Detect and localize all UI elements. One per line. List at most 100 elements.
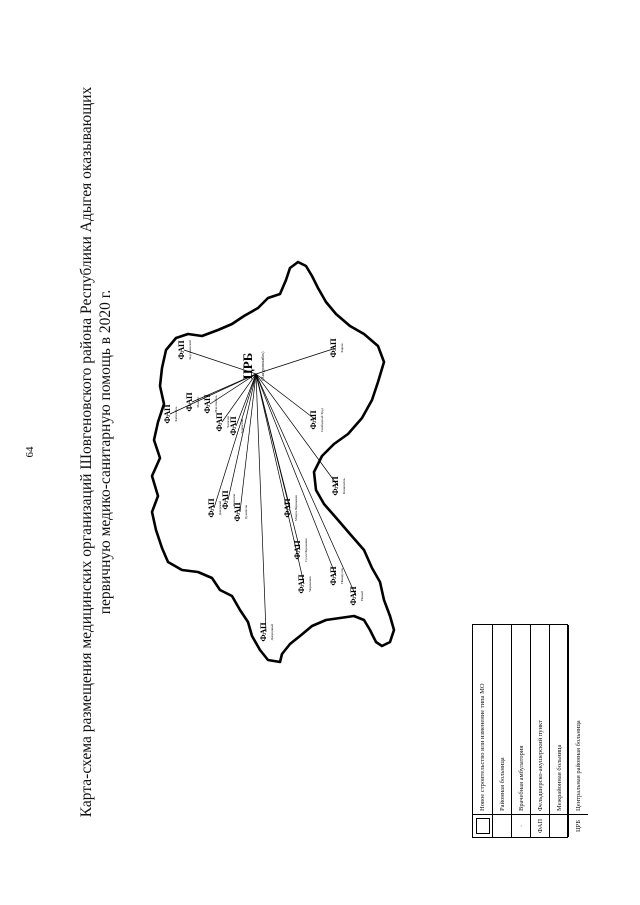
legend-text: Центральная районная больница <box>575 720 582 811</box>
connection-line <box>239 373 257 513</box>
legend-text: Новое строительство или изменение типа М… <box>479 683 486 811</box>
facility-label: ФАП <box>308 410 318 430</box>
legend-symbol <box>493 814 511 837</box>
facility-label: ФАП <box>228 416 238 436</box>
facility-label: ФАП <box>282 498 292 518</box>
connection-line <box>255 373 267 633</box>
facility-label: ФАП <box>162 404 172 424</box>
page-number: 64 <box>24 446 36 458</box>
connection-line <box>255 373 337 577</box>
facility-place: Свободный Труд <box>320 408 324 432</box>
hub-label: ЦРБ <box>240 353 255 380</box>
connection-line <box>169 373 257 415</box>
connection-line <box>227 373 257 501</box>
legend-table: Новое строительство или изменение типа М… <box>472 624 588 838</box>
facility-place: Новорусов <box>340 568 344 584</box>
hub-marker: ЦРБ (Хакуринохабль) <box>240 351 265 381</box>
legend-row: Районная больница <box>493 625 512 837</box>
connection-line <box>255 373 301 551</box>
legend-text: Районная больница <box>498 757 506 811</box>
facility-label: ФАП <box>176 340 186 360</box>
facility-place: Задунаевский <box>188 340 192 360</box>
connection-line <box>221 373 257 423</box>
facility-place: Киров <box>340 343 344 352</box>
legend-text: Врачебная амбулатория <box>517 745 525 811</box>
facility-label: ФАП <box>348 586 358 606</box>
legend-row: Новое строительство или изменение типа М… <box>473 625 493 837</box>
facility-place: Заревский <box>240 418 244 433</box>
legend-row: ФАП Фельдшерско-акушерский пункт <box>531 625 550 837</box>
legend-row: Межрайонная больница <box>550 625 569 837</box>
facility-label: ФАП <box>232 502 242 522</box>
district-boundary <box>150 260 396 664</box>
legend-text: Фельдшерско-акушерский пункт <box>536 720 544 811</box>
connection-line <box>255 373 317 421</box>
connection-line <box>255 373 357 597</box>
facility-label: ФАП <box>296 574 306 594</box>
facility-place: Сухо-Чернышев <box>304 538 308 562</box>
facility-label: ФАП <box>220 490 230 510</box>
legend-row: ЦРБ Центральная районная больница <box>569 625 588 837</box>
facility-label: ФАП <box>328 338 338 358</box>
facility-place: Мокро-Чернышев <box>294 495 298 521</box>
facility-place: Новый <box>360 591 364 601</box>
facility-place: Дворцовый <box>270 624 274 641</box>
legend: Новое строительство или изменение типа М… <box>472 624 588 838</box>
facility-label: ФАП <box>184 392 194 412</box>
connection-line <box>255 373 339 487</box>
connection-line <box>209 373 257 405</box>
connection-line <box>255 347 337 375</box>
connection-lines <box>169 347 357 633</box>
facility-place: Мамхег <box>196 396 200 408</box>
facility-label: ФАП <box>214 412 224 432</box>
connection-line <box>183 349 257 375</box>
legend-text: Межрайонная больница <box>555 744 563 811</box>
connection-line <box>235 373 257 427</box>
facility-label: ФАП <box>258 622 268 642</box>
map-title-line-1: Карта-схема размещения медицинских орган… <box>78 86 95 818</box>
facility-place: Тихонов <box>232 494 236 507</box>
facility-place: Дукмасов <box>244 505 248 519</box>
facility-label: ФАП <box>328 566 338 586</box>
connection-line <box>191 373 257 403</box>
facility-place: Хапачев <box>226 416 230 428</box>
facility-place: Чернышев <box>308 576 312 592</box>
facility-place: Пчелохабль <box>214 395 218 412</box>
map-title: Карта-схема размещения медицинских орган… <box>77 72 115 832</box>
facility-label: ФАП <box>330 476 340 496</box>
legend-symbol <box>550 814 568 837</box>
facility-place: Джерокай <box>218 501 222 516</box>
legend-symbol: ЦРБ <box>569 814 588 837</box>
facility-label: ФАП <box>206 498 216 518</box>
legend-symbol <box>473 814 492 837</box>
connection-line <box>255 373 305 585</box>
facility-label: ФАП <box>292 540 302 560</box>
hub-sublabel: (Хакуринохабль) <box>260 351 265 381</box>
facility-place: Кошехабль <box>342 478 346 494</box>
legend-symbol: ФАП <box>531 814 549 837</box>
legend-box-icon <box>475 818 490 834</box>
facility-place: Кабехабль <box>174 406 178 421</box>
